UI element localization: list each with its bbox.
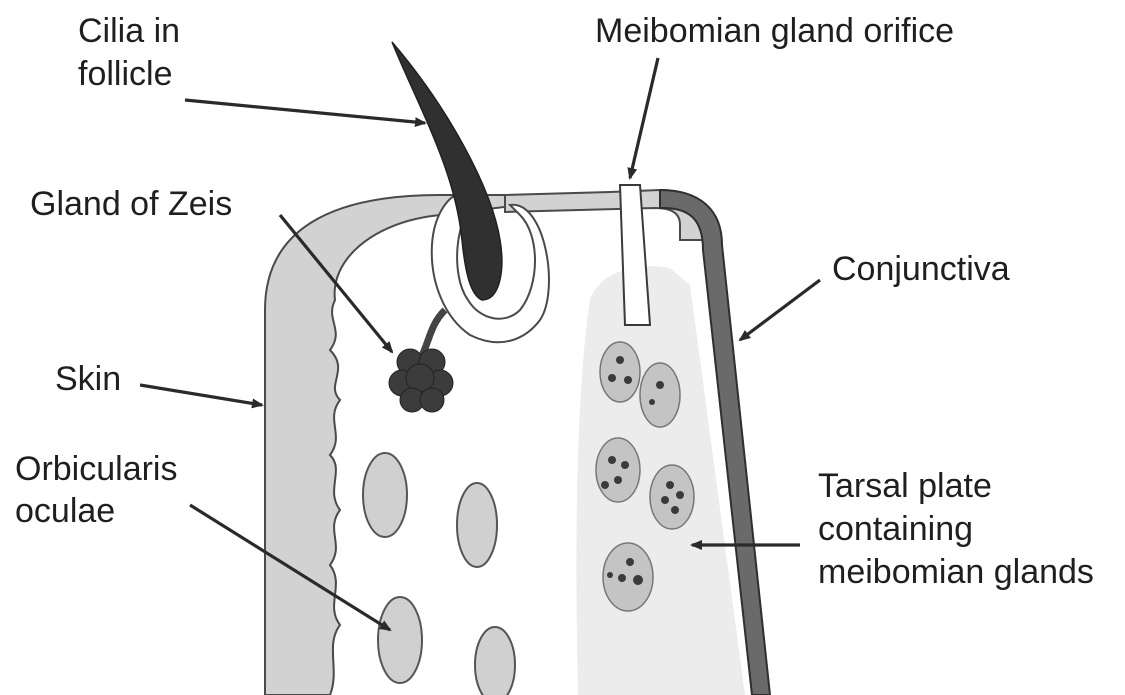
label-orbicularis-line1: Orbicularis: [15, 450, 177, 488]
label-cilia-line2: follicle: [78, 55, 172, 93]
arrow-cilia: [185, 100, 425, 123]
label-cilia-line1: Cilia in: [78, 12, 180, 50]
label-tarsal-line3: meibomian glands: [818, 553, 1094, 591]
label-conjunctiva: Conjunctiva: [832, 250, 1010, 288]
label-orbicularis-line2: oculae: [15, 492, 115, 530]
label-tarsal-line1: Tarsal plate: [818, 467, 992, 505]
label-tarsal-line2: containing: [818, 510, 973, 548]
arrow-meibomian-orifice: [630, 58, 658, 178]
label-gland-zeis: Gland of Zeis: [30, 185, 232, 223]
label-skin: Skin: [55, 360, 121, 398]
arrow-conjunctiva: [740, 280, 820, 340]
label-meibomian-orifice: Meibomian gland orifice: [595, 12, 954, 50]
arrow-skin: [140, 385, 262, 405]
